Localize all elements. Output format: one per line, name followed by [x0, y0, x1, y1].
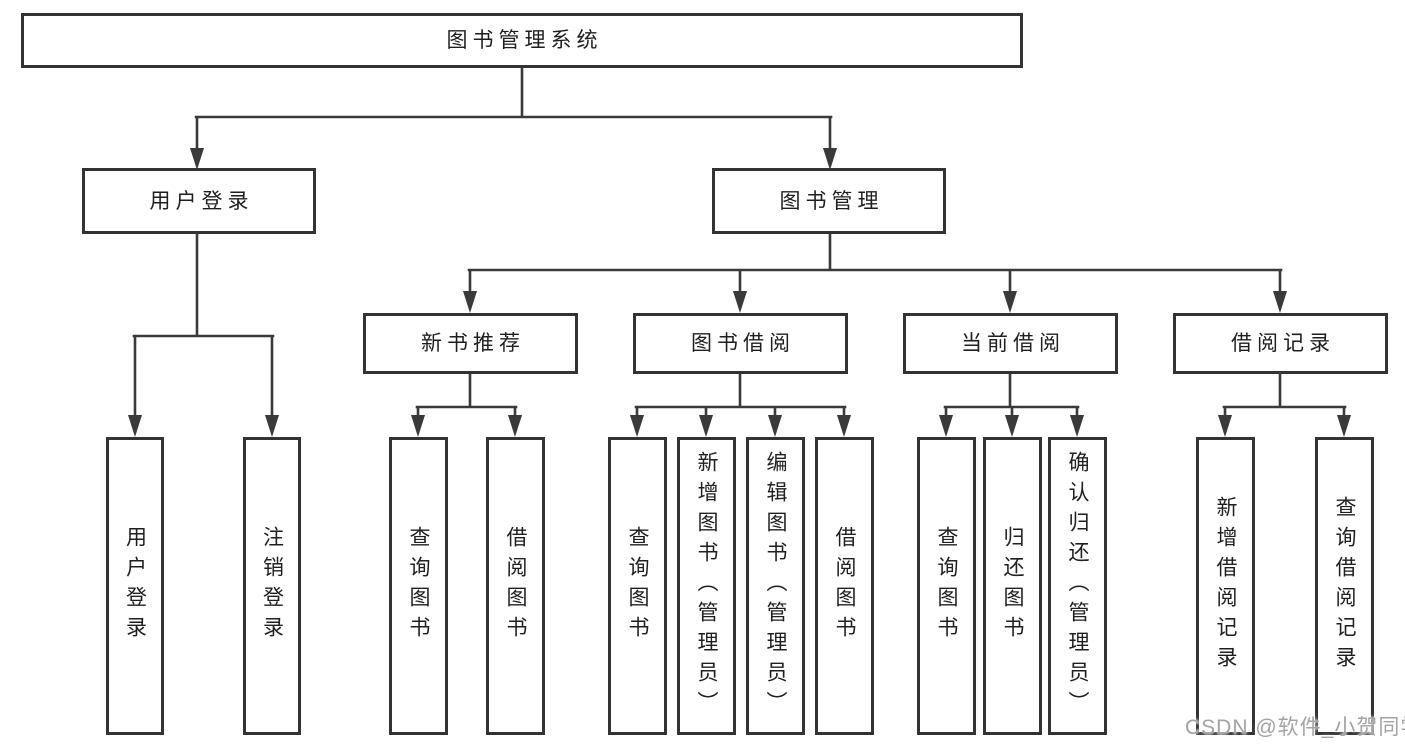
node-label: 借阅图书	[833, 526, 857, 646]
leaf-add-books-admin: 新增图书（管理员）	[677, 437, 736, 735]
node-label: 借阅记录	[1231, 332, 1335, 355]
node-label: 注销登录	[260, 526, 284, 646]
node-label: 查询借阅记录	[1333, 496, 1357, 676]
node-label: 用户登录	[149, 189, 254, 213]
node-library-management-system: 图书管理系统	[21, 13, 1023, 68]
node-book-management: 图书管理	[712, 168, 946, 234]
node-label: 查询图书	[935, 526, 959, 646]
node-book-borrowing: 图书借阅	[633, 313, 848, 374]
leaf-borrow-books-borrowing: 借阅图书	[815, 437, 874, 735]
node-label: 借阅图书	[504, 526, 528, 646]
node-label: 归还图书	[1001, 526, 1025, 646]
node-label: 查询图书	[626, 526, 650, 646]
leaf-return-books: 归还图书	[983, 437, 1042, 735]
leaf-edit-books-admin: 编辑图书（管理员）	[746, 437, 805, 735]
node-label: 图书管理系统	[446, 29, 603, 52]
node-label: 编辑图书（管理员）	[764, 451, 788, 721]
leaf-borrow-books-recommend: 借阅图书	[486, 437, 545, 735]
leaf-add-borrow-record: 新增借阅记录	[1196, 437, 1255, 735]
node-label: 新增借阅记录	[1214, 496, 1238, 676]
node-label: 查询图书	[407, 526, 431, 646]
arrowhead-icons	[128, 148, 1351, 437]
node-new-book-recommendation: 新书推荐	[363, 313, 578, 374]
leaf-query-books-current: 查询图书	[917, 437, 976, 735]
node-user-login: 用户登录	[82, 168, 316, 234]
node-label: 图书借阅	[691, 332, 795, 355]
csdn-watermark: CSDN @软件_小贺同学	[1185, 716, 1405, 739]
leaf-logout: 注销登录	[243, 437, 301, 735]
node-current-borrowing: 当前借阅	[903, 313, 1118, 374]
node-label: 新书推荐	[421, 332, 525, 355]
leaf-query-borrow-record: 查询借阅记录	[1315, 437, 1374, 735]
node-borrowing-records: 借阅记录	[1173, 313, 1388, 374]
node-label: 图书管理	[779, 189, 884, 213]
node-label: 当前借阅	[961, 332, 1065, 355]
leaf-confirm-return-admin: 确认归还（管理员）	[1048, 437, 1107, 735]
leaf-user-login: 用户登录	[106, 437, 164, 735]
node-label: 用户登录	[123, 526, 147, 646]
leaf-query-books-borrowing: 查询图书	[608, 437, 667, 735]
node-label: 新增图书（管理员）	[695, 451, 719, 721]
node-label: 确认归还（管理员）	[1066, 451, 1090, 721]
leaf-query-books-recommend: 查询图书	[389, 437, 448, 735]
